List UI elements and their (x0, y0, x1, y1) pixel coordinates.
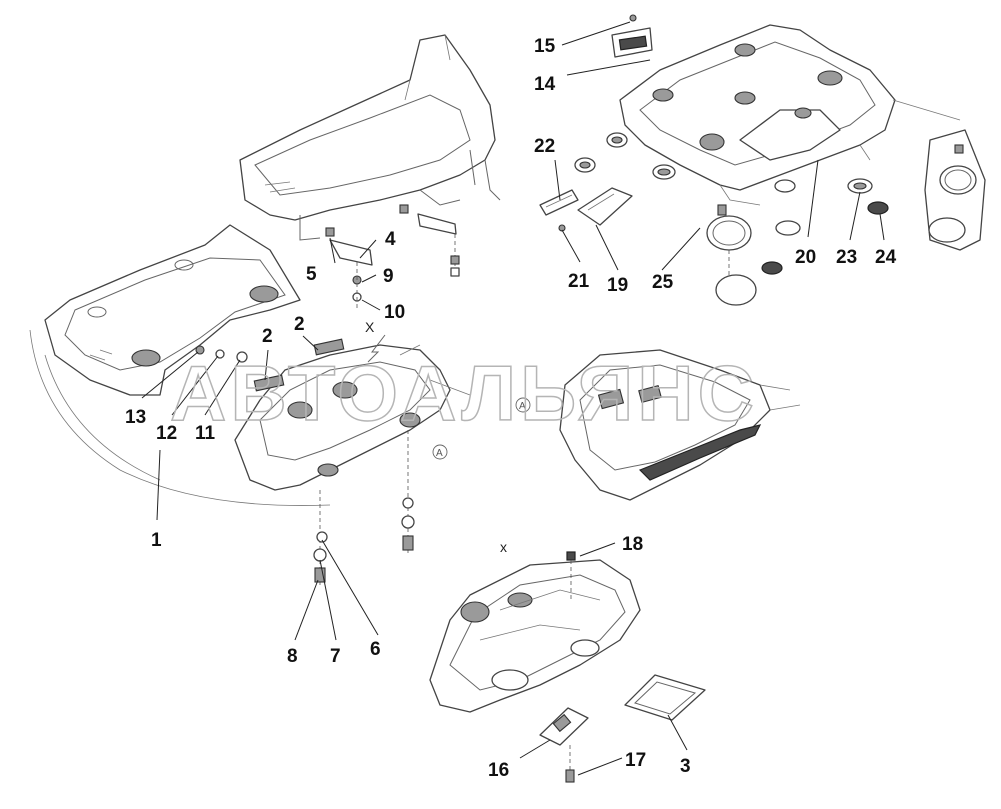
view-x-detail: x (429, 539, 641, 713)
lamp-lens-22 (539, 189, 579, 216)
headliner-assembly (619, 24, 896, 206)
ref-mark-a-1: A (432, 444, 448, 460)
console-box (239, 34, 501, 241)
callout-8: 8 (287, 646, 298, 667)
callout-12: 12 (156, 423, 177, 444)
ref-mark-text: A (436, 448, 443, 459)
callout-24: 24 (875, 247, 897, 268)
seal-part-3 (624, 674, 706, 721)
callout-15: 15 (534, 36, 556, 57)
callout-5: 5 (306, 264, 317, 285)
speaker-grille-25 (706, 204, 757, 306)
callout-22: 22 (534, 136, 555, 157)
callout-17: 17 (625, 750, 646, 771)
callout-4: 4 (385, 229, 396, 250)
callout-25: 25 (652, 272, 674, 293)
callout-14: 14 (534, 74, 556, 95)
callout-2: 2 (262, 326, 273, 347)
callout-11: 11 (195, 423, 216, 444)
fasteners-6-7-8 (313, 430, 415, 585)
callout-3: 3 (680, 756, 691, 777)
main-trim-panel (234, 338, 471, 491)
callout-16: 16 (488, 760, 509, 781)
speaker-grille-right (892, 99, 986, 251)
ref-mark-text: A (519, 401, 526, 412)
callout-7: 7 (330, 646, 341, 667)
bracket-4 (325, 204, 457, 266)
callout-numbers: 1 2 2 3 4 5 6 7 8 9 10 11 12 13 14 15 16… (125, 36, 897, 781)
view-arrow: X (365, 319, 386, 363)
callout-20: 20 (795, 247, 816, 268)
rear-shelf-part-1 (29, 224, 331, 506)
fastener-9 (352, 234, 460, 310)
nut-18 (566, 551, 576, 600)
callout-13: 13 (125, 407, 146, 428)
callout-19: 19 (607, 275, 628, 296)
watermark: АВТОАЛЬЯНС (170, 349, 758, 437)
grommets (574, 132, 889, 275)
clip-part-15 (611, 14, 653, 58)
view-label: x (500, 539, 507, 555)
callout-9: 9 (383, 266, 394, 287)
callout-21: 21 (568, 271, 590, 292)
installed-assembly-view (559, 349, 801, 501)
ref-mark-a-2: A (515, 397, 531, 413)
leader-lines (141, 21, 885, 776)
callout-2: 2 (294, 314, 305, 335)
view-mark-label: X (365, 319, 375, 335)
callout-18: 18 (622, 534, 643, 555)
callout-23: 23 (836, 247, 857, 268)
callout-10: 10 (384, 302, 405, 323)
callout-6: 6 (370, 639, 381, 660)
callout-1: 1 (151, 530, 162, 551)
bracket-16 (539, 707, 589, 783)
